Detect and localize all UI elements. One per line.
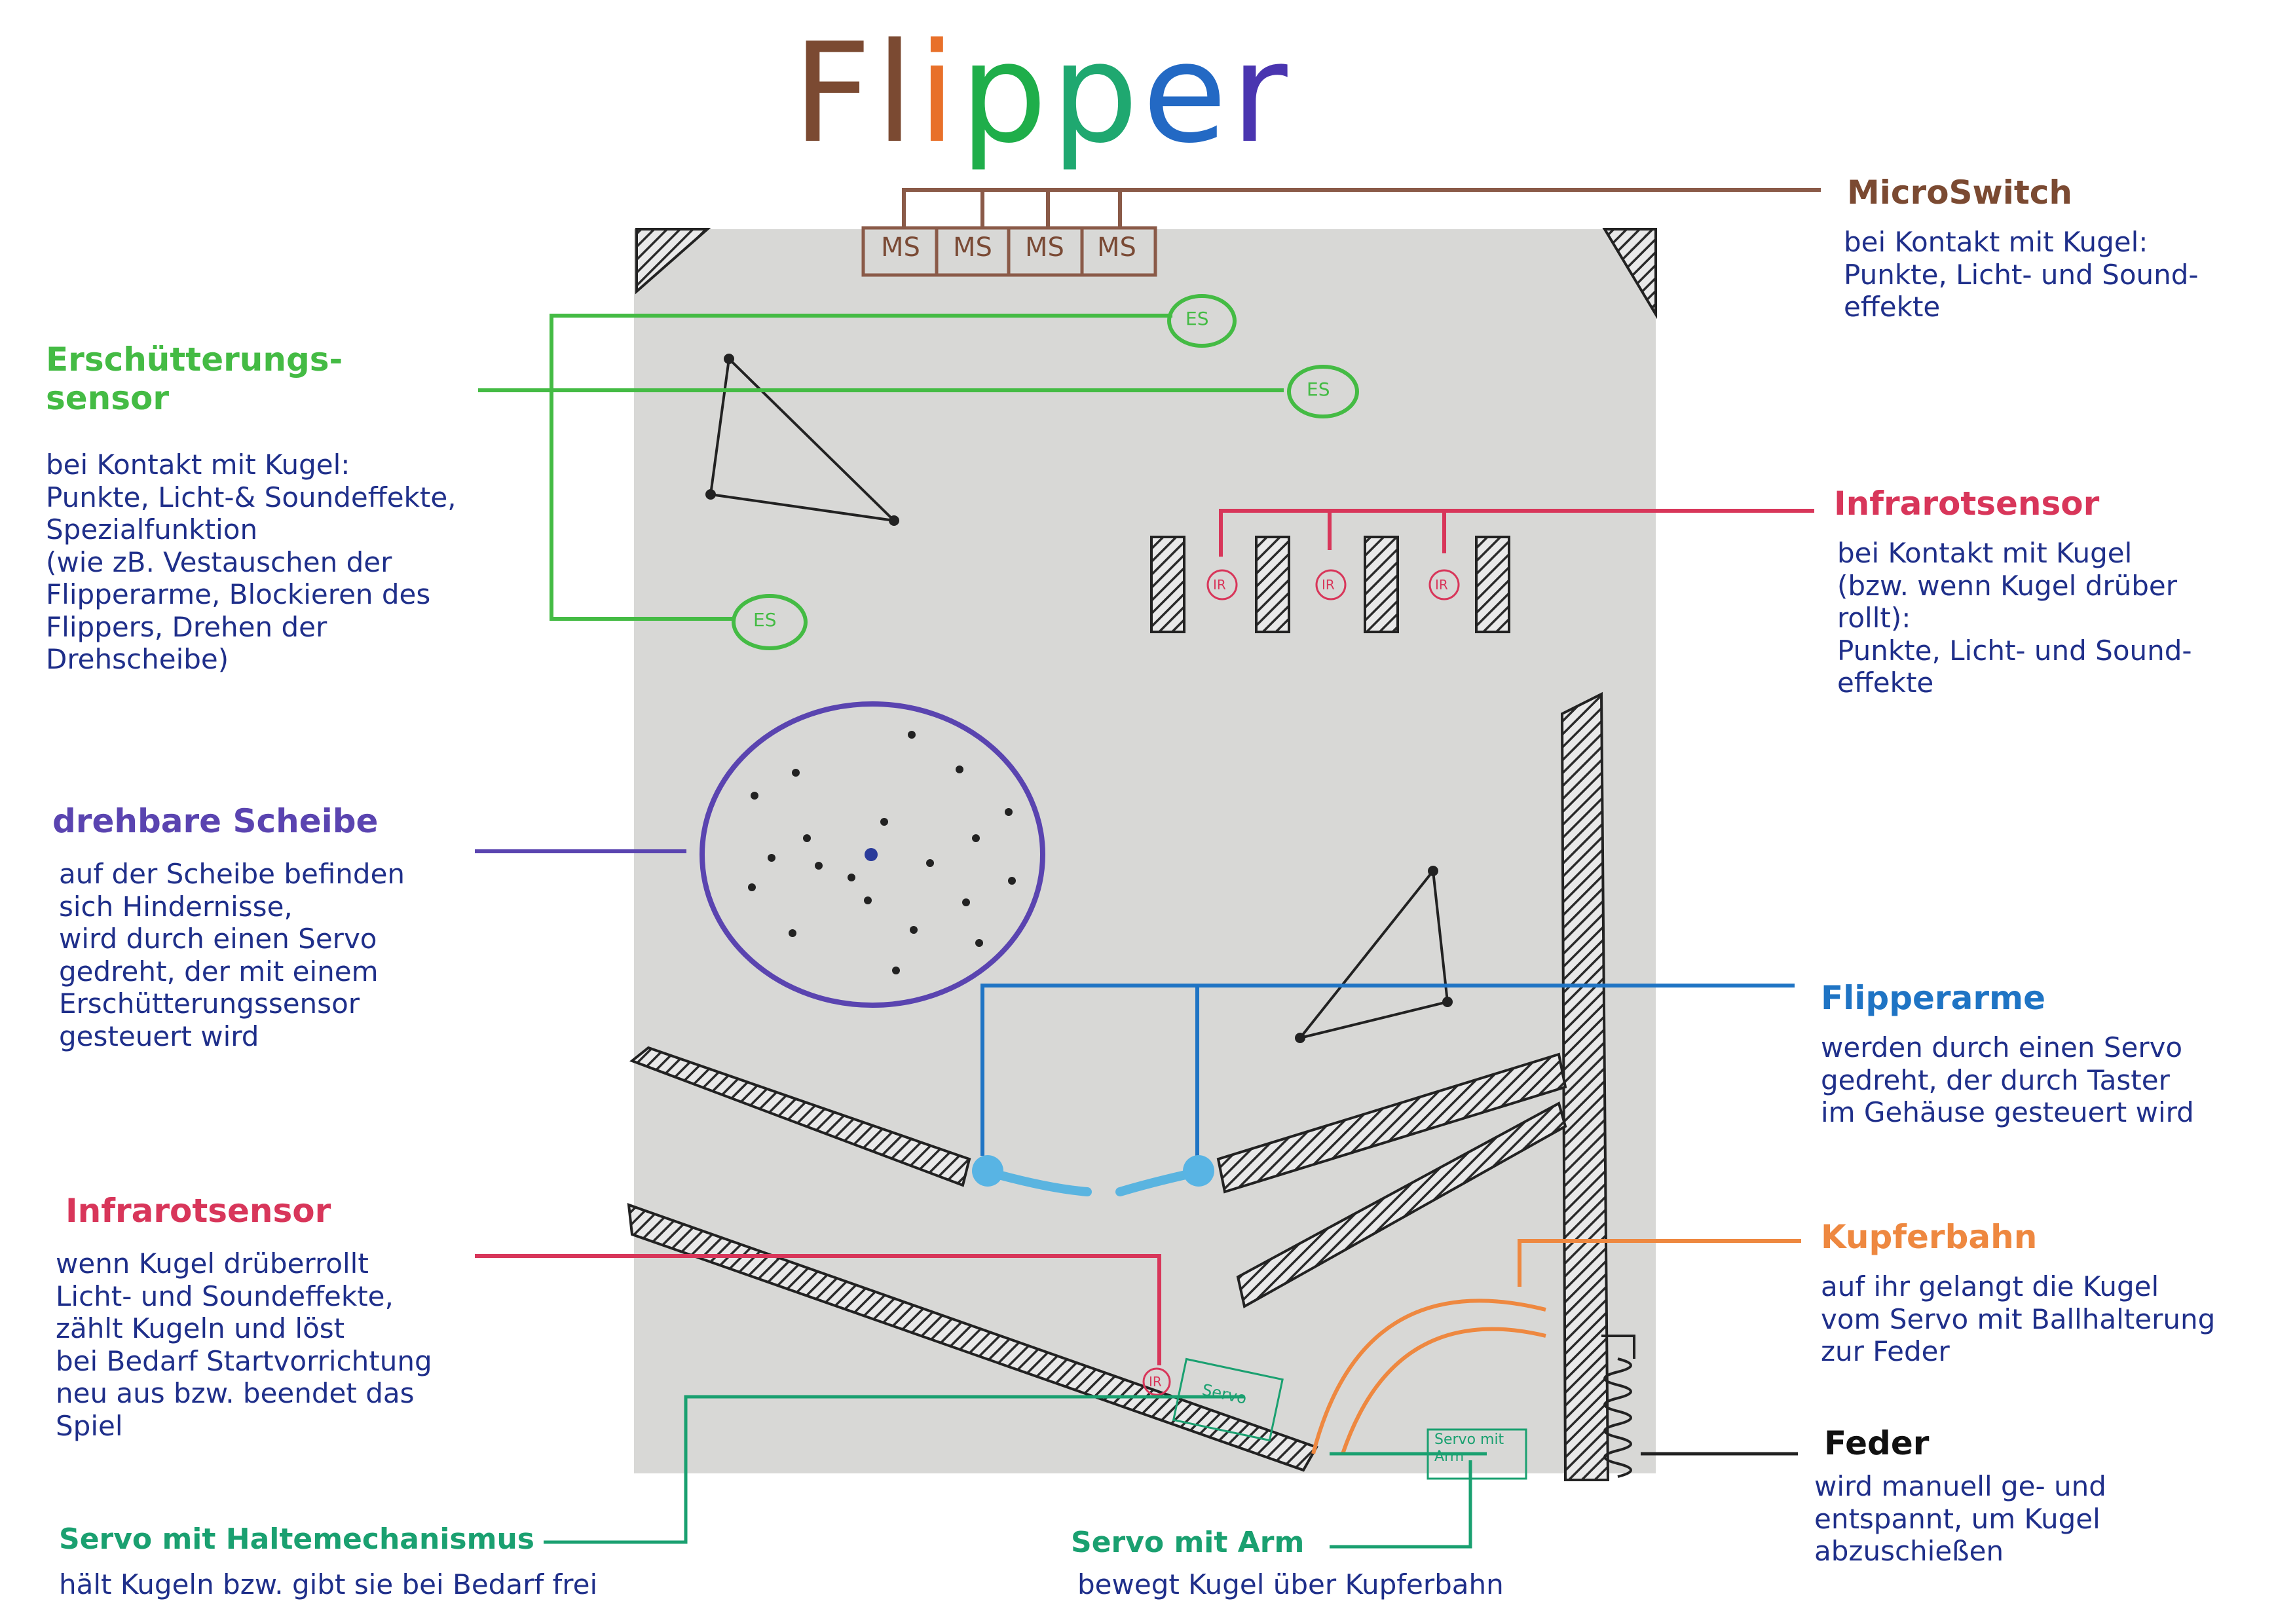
servo-arm-body: bewegt Kugel über Kupferbahn <box>1077 1568 1504 1600</box>
bumper-triangle-top <box>709 356 898 523</box>
infrared-top-heading: Infrarotsensor <box>1834 485 2100 523</box>
ir-label-1: IR <box>1213 577 1226 593</box>
ir-top-lines <box>1206 509 1814 600</box>
microswitch-heading: MicroSwitch <box>1847 174 2073 212</box>
copper-track-body: auf ihr gelangt die Kugel vom Servo mit … <box>1821 1270 2216 1368</box>
flipper-arms <box>972 984 1795 1196</box>
servo-arm-heading: Servo mit Arm <box>1071 1526 1305 1559</box>
corner-wall-top-left <box>635 228 711 295</box>
bottom-ir-line <box>475 1254 1171 1396</box>
title-letter-4: p <box>960 13 1051 174</box>
diagram-title: Flipper <box>793 13 1292 174</box>
ir-block-3 <box>1364 536 1399 633</box>
infrared-bottom-heading: Infrarotsensor <box>65 1192 331 1230</box>
microswitch-label-4: MS <box>1097 232 1136 263</box>
title-letter-6: e <box>1142 13 1231 174</box>
copper-track-heading: Kupferbahn <box>1821 1218 2038 1256</box>
microswitch-label-2: MS <box>953 232 992 263</box>
shock-sensor-label-1: ES <box>1185 308 1209 329</box>
shock-sensor-label-3: ES <box>753 609 777 631</box>
title-letter-2: l <box>875 13 918 174</box>
title-letter-5: p <box>1051 13 1143 174</box>
title-letter-1: F <box>793 13 876 174</box>
turntable-obstacles <box>748 731 1016 974</box>
shock-sensor-lines <box>478 294 1359 650</box>
spring <box>1601 1335 1798 1478</box>
infrared-bottom-body: wenn Kugel drüberrollt Licht- und Sounde… <box>56 1247 432 1442</box>
servo-hold-heading: Servo mit Haltemechanismus <box>59 1522 534 1556</box>
bottom-left-ramp <box>627 1203 1318 1472</box>
turntable-heading: drehbare Scheibe <box>52 802 379 840</box>
ir-label-3: IR <box>1435 577 1448 593</box>
right-flipper-ramp <box>1216 1052 1567 1194</box>
shock-sensor-label-2: ES <box>1307 378 1330 400</box>
infrared-top-body: bei Kontakt mit Kugel (bzw. wenn Kugel d… <box>1837 537 2192 699</box>
bumper-triangle-right <box>1296 867 1449 1041</box>
microswitch-label-3: MS <box>1025 232 1064 263</box>
ir-block-2 <box>1255 536 1290 633</box>
microswitch-body: bei Kontakt mit Kugel: Punkte, Licht- un… <box>1844 226 2199 323</box>
servo-lines <box>544 1357 1527 1549</box>
right-wall <box>1560 692 1610 1481</box>
ir-label-4: IR <box>1149 1374 1162 1390</box>
shock-sensor-body: bei Kontakt mit Kugel: Punkte, Licht-& S… <box>46 449 457 676</box>
ir-block-4 <box>1475 536 1510 633</box>
shock-sensor-heading: Erschütterungs- sensor <box>46 341 343 417</box>
title-letter-7: r <box>1231 13 1292 174</box>
spring-heading: Feder <box>1824 1424 1930 1462</box>
microswitch-label-1: MS <box>881 232 920 263</box>
flipper-arms-body: werden durch einen Servo gedreht, der du… <box>1821 1031 2194 1129</box>
corner-wall-top-right <box>1602 228 1657 320</box>
ir-block-1 <box>1150 536 1185 633</box>
left-flipper-ramp <box>629 1046 971 1187</box>
ir-label-2: IR <box>1322 577 1335 593</box>
turntable-body: auf der Scheibe befinden sich Hinderniss… <box>59 858 405 1052</box>
servo-arm-box-label: Servo mit Arm <box>1434 1431 1504 1465</box>
title-letter-3: i <box>918 13 960 174</box>
microswitch-group <box>861 188 1821 277</box>
spring-body: wird manuell ge- und entspannt, um Kugel… <box>1814 1470 2106 1568</box>
flipper-arms-heading: Flipperarme <box>1821 979 2045 1017</box>
turntable-disc <box>700 701 1045 1008</box>
servo-hold-body: hält Kugeln bzw. gibt sie bei Bedarf fre… <box>59 1568 598 1600</box>
copper-track <box>1311 1239 1801 1454</box>
lower-right-ramp <box>1236 1101 1567 1309</box>
